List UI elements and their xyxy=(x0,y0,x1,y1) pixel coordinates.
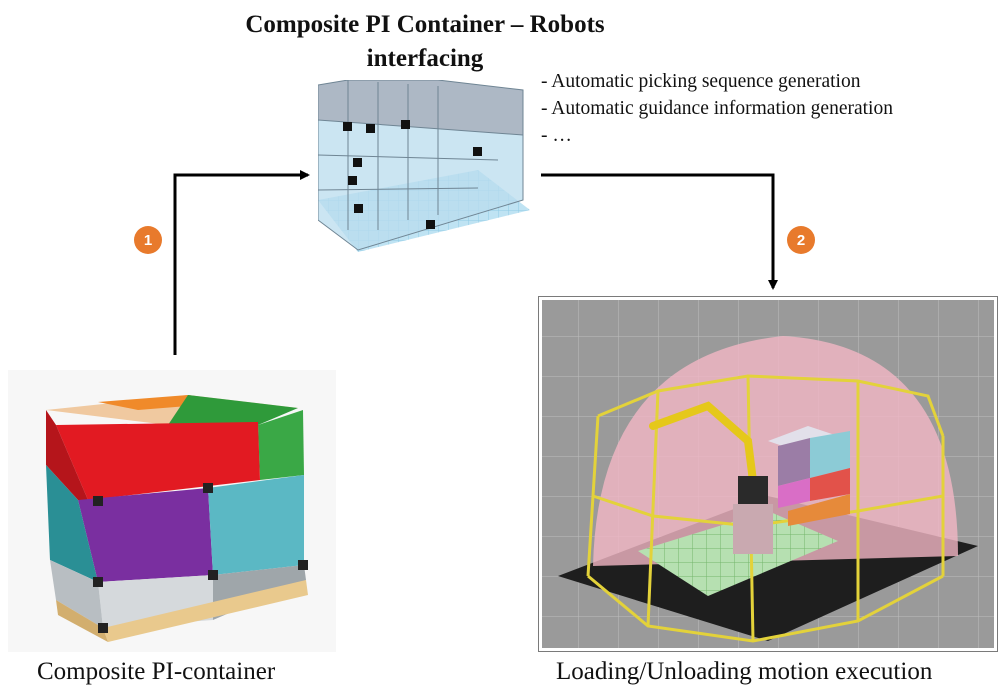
robot-cell-simulation-image xyxy=(538,296,998,652)
composite-pi-container-image xyxy=(8,370,336,652)
arrow-step-1 xyxy=(173,170,310,355)
feature-item: - Automatic picking sequence generation xyxy=(541,71,861,92)
step-1-badge: 1 xyxy=(134,226,162,254)
feature-item: - Automatic guidance information generat… xyxy=(541,98,893,119)
feature-list: - Automatic picking sequence generation … xyxy=(541,68,893,149)
diagram-title: Composite PI Container – Robots interfac… xyxy=(245,11,605,72)
arrow-step-2 xyxy=(541,173,778,290)
step-2-badge: 2 xyxy=(787,226,815,254)
marker-node xyxy=(343,122,352,131)
container-robot-interface-render xyxy=(318,80,530,252)
caption-loading-unloading: Loading/Unloading motion execution xyxy=(556,658,933,685)
feature-item: - … xyxy=(541,125,572,146)
caption-composite-container: Composite PI-container xyxy=(37,658,276,685)
